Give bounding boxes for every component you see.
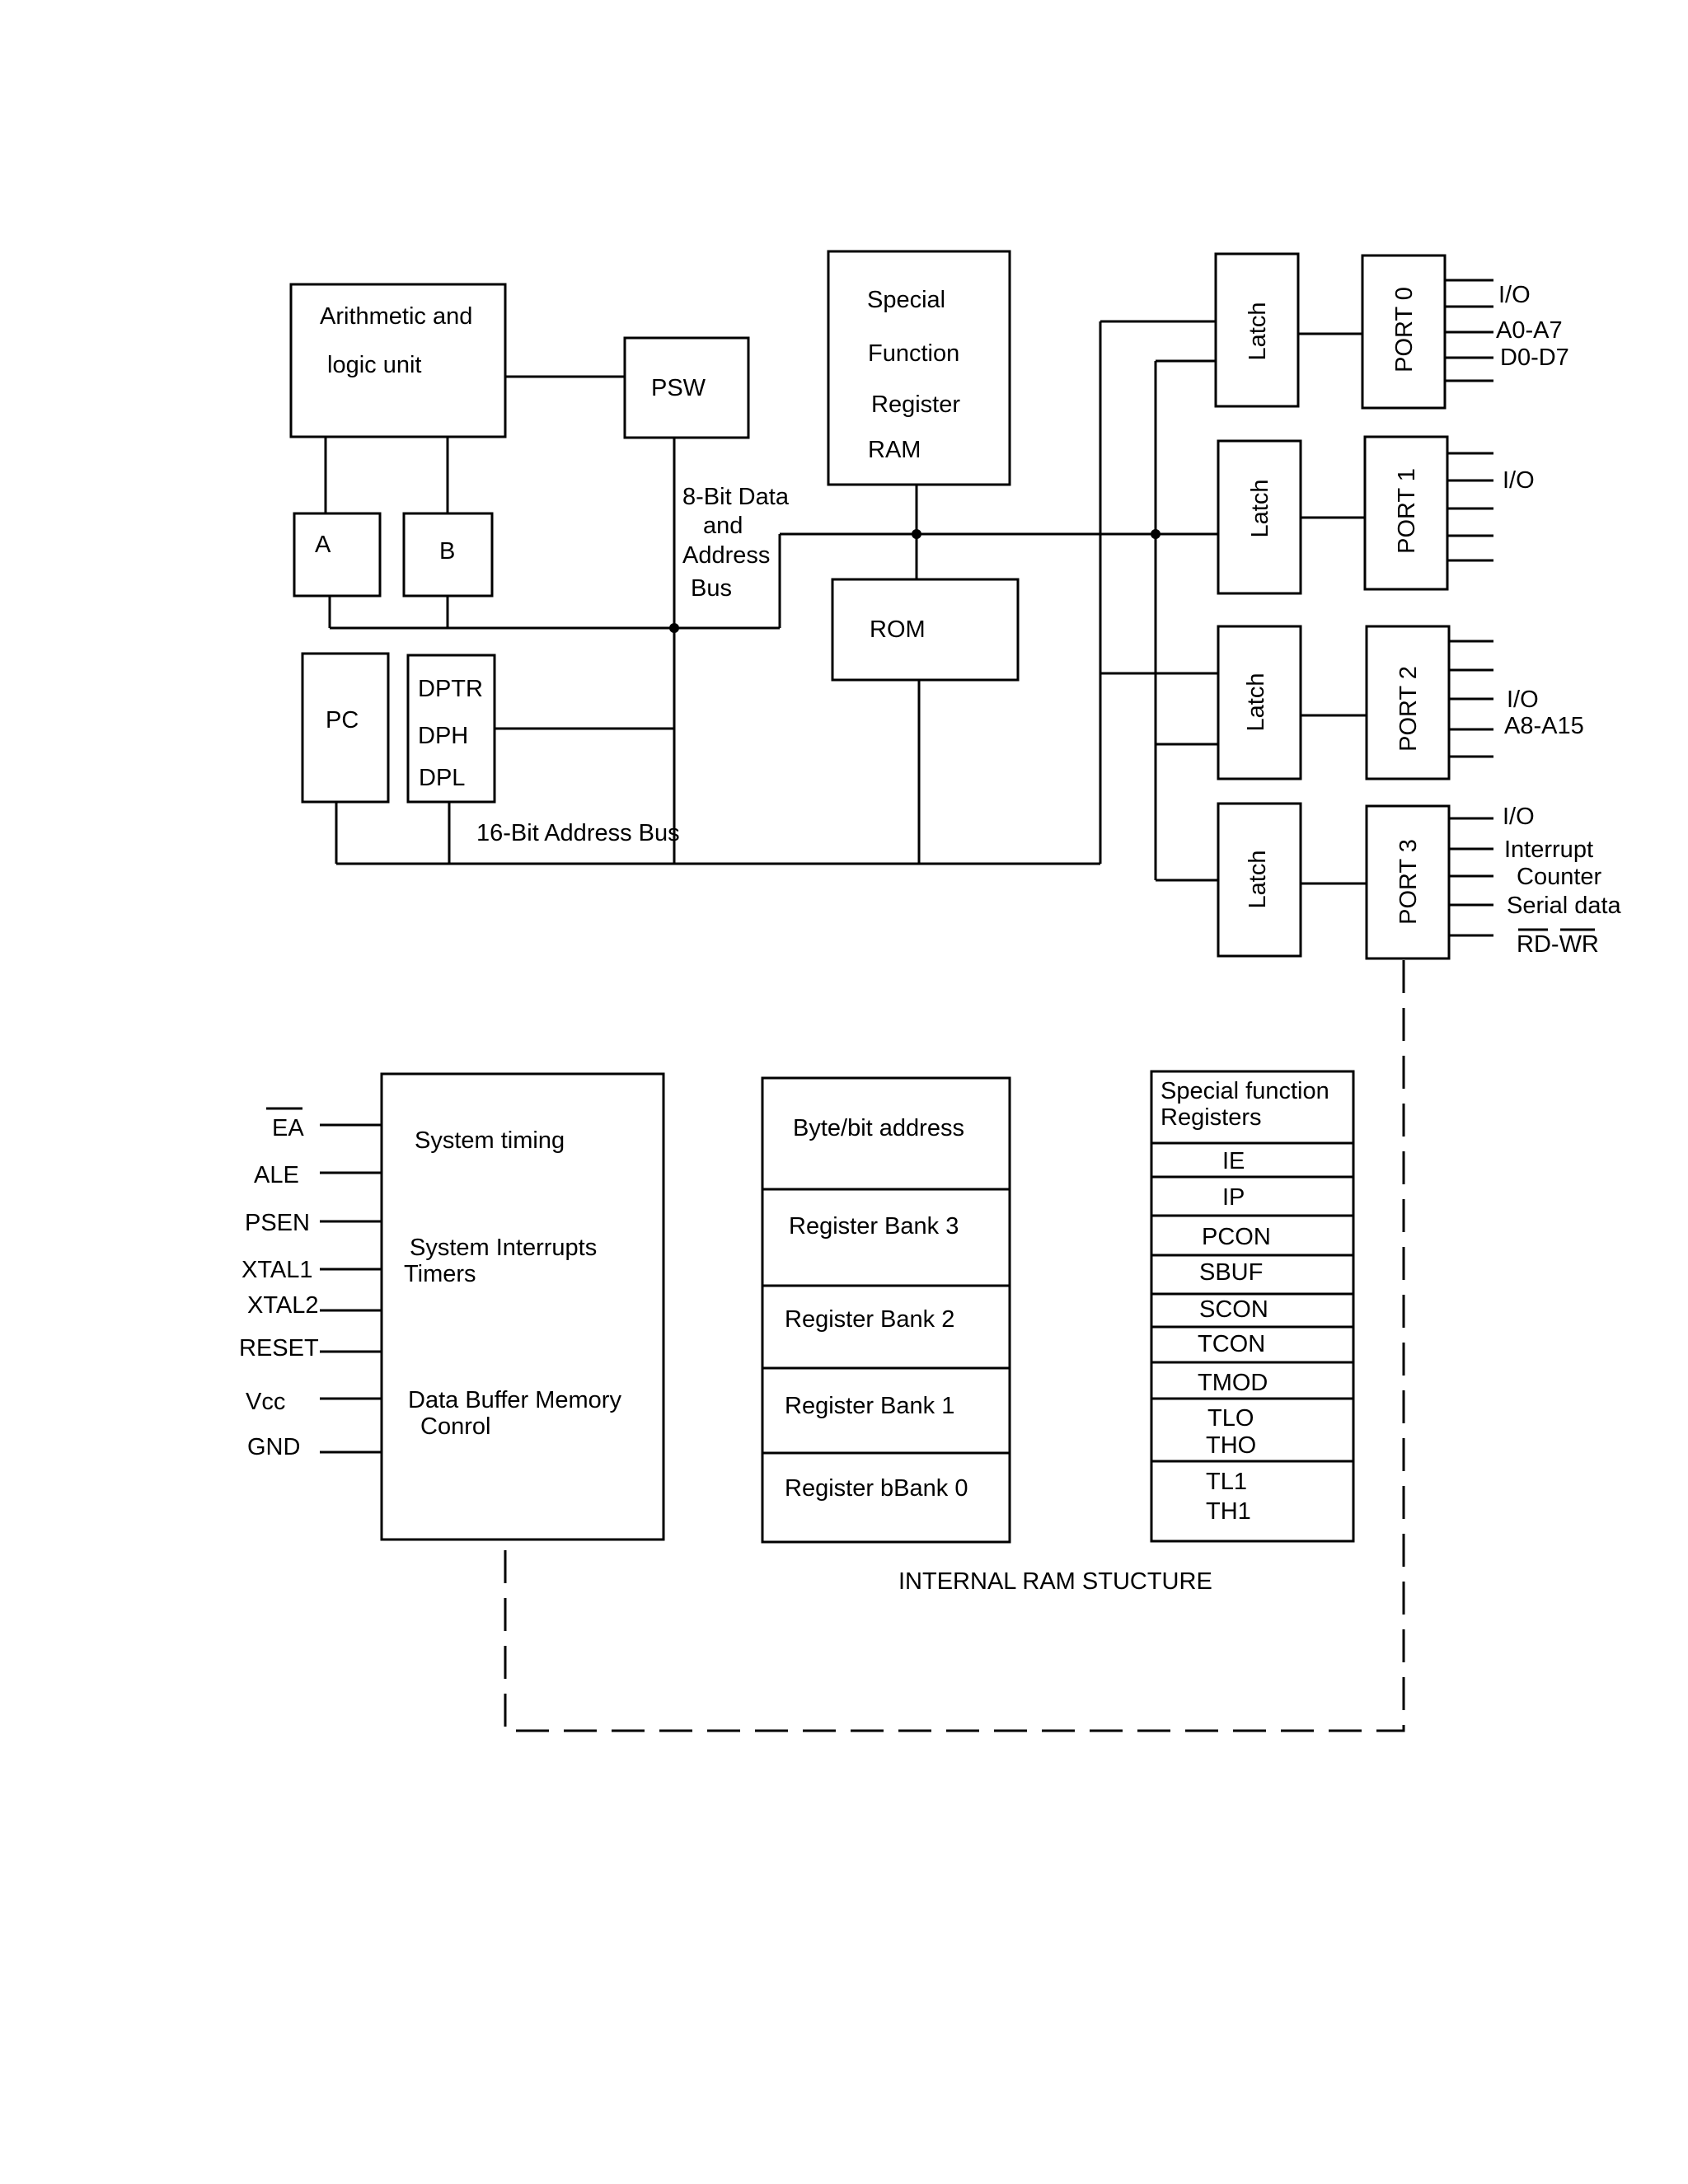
sfr-ram-line1: Special [867,287,945,313]
data-bus-line1: 8-Bit Data [682,484,790,510]
port-1-signal-io: I/O [1503,467,1535,494]
sfr-ip: IP [1222,1184,1245,1211]
internal-ram-caption: INTERNAL RAM STUCTURE [898,1568,1212,1595]
sfr-scon: SCON [1199,1296,1268,1323]
register-b-label: B [439,538,455,565]
latch-2: Latch [1217,625,1302,780]
pin-xtal2: XTAL2 [247,1292,319,1319]
ram-byte-bit-address: Byte/bit address [793,1115,964,1141]
dptr-block: DPTR DPH DPL [406,654,496,804]
dpl-label: DPL [419,765,465,791]
port-3-signal-interrupt: Interrupt [1504,837,1593,863]
data-bus-line4: Bus [691,575,732,602]
sfr-ie: IE [1222,1148,1245,1174]
data-bus-label: 8-Bit Data and Address Bus [682,484,790,602]
pin-reset: RESET [239,1335,319,1361]
system-control-block: System timing System Interrupts Timers D… [380,1072,665,1541]
data-bus-line3: Address [682,542,770,569]
sfr-ram-line4: RAM [868,437,921,463]
rom-label: ROM [870,616,926,643]
psw-label: PSW [651,375,706,401]
port-0-signal-io: I/O [1498,282,1531,308]
data-bus-line2: and [703,513,743,539]
sfr-pcon: PCON [1202,1224,1271,1250]
sfr-th1: TH1 [1206,1498,1251,1525]
latch-3: Latch [1217,802,1302,958]
port-3-signal-separator: - [1551,931,1559,958]
port-0-signal-a0-a7: A0-A7 [1496,317,1563,344]
alu-label-line1: Arithmetic and [320,303,472,330]
port-0: PORT 0 I/O A0-A7 D0-D7 [1361,254,1569,410]
sfr-ram-line3: Register [871,391,960,418]
data-buffer-label: Data Buffer Memory [408,1387,621,1413]
port-3: PORT 3 I/O Interrupt Counter Serial data… [1365,804,1622,960]
register-a-label: A [315,532,331,558]
port-3-signal-rd-text: RD [1517,931,1551,958]
sfr-tho: THO [1206,1432,1256,1459]
sfr-ram-block: Special Function Register RAM [827,250,1011,486]
latch-1-label: Latch [1247,480,1273,538]
dptr-label: DPTR [418,676,483,702]
ram-register-bank-2: Register Bank 2 [785,1306,954,1333]
timers-label: Timers [404,1261,476,1287]
latch-0-label: Latch [1245,302,1271,361]
port-2-label: PORT 2 [1395,666,1422,752]
system-interrupts-label: System Interrupts [410,1235,597,1261]
internal-ram-banks: Byte/bit address Register Bank 3 Registe… [761,1076,1011,1544]
latch-2-label: Latch [1243,673,1269,732]
system-timing-label: System timing [415,1127,565,1154]
port-3-signal-io: I/O [1503,804,1535,830]
ram-register-bank-1: Register Bank 1 [785,1393,954,1419]
wiring [320,279,1493,1732]
port-3-label: PORT 3 [1395,839,1422,925]
ram-register-bank-0: Register bBank 0 [785,1475,968,1502]
sfr-ram-line2: Function [868,340,959,367]
port-1: PORT 1 I/O [1363,435,1535,591]
pin-vcc: Vcc [246,1389,285,1415]
port-3-signal-serial-data: Serial data [1507,893,1622,919]
port-3-signal-counter: Counter [1517,864,1602,890]
control-pins: EA ALE PSEN XTAL1 XTAL2 RESET Vcc GND [239,1107,319,1460]
pin-ale: ALE [254,1162,299,1188]
sfr-header-line2: Registers [1160,1104,1262,1131]
pin-xtal1: XTAL1 [241,1257,313,1283]
port-3-signal-wr-text: WR [1559,931,1599,958]
sfr-tl1: TL1 [1206,1469,1247,1495]
dph-label: DPH [418,723,468,749]
pin-ea: EA [272,1115,304,1141]
psw-block: PSW [623,336,750,439]
port-2-signal-a8-a15: A8-A15 [1504,713,1584,739]
port-0-signal-d0-d7: D0-D7 [1500,344,1569,371]
sfr-tmod: TMOD [1198,1370,1268,1396]
address-bus-label: 16-Bit Address Bus [476,820,680,846]
ram-register-bank-3: Register Bank 3 [789,1213,959,1240]
register-b-block: B [402,512,494,598]
pin-gnd: GND [247,1434,300,1460]
port-1-label: PORT 1 [1394,468,1420,554]
port-2: PORT 2 I/O A8-A15 [1365,625,1584,780]
alu-block: Arithmetic and logic unit [289,283,507,438]
port-3-signal-rd: RD-WR [1517,931,1599,958]
port-0-label: PORT 0 [1391,287,1418,373]
latch-3-label: Latch [1245,851,1271,909]
sfr-tlo: TLO [1207,1405,1254,1432]
rom-block: ROM [831,578,1020,682]
sfr-sbuf: SBUF [1199,1259,1263,1286]
sfr-header-line1: Special function [1160,1078,1329,1104]
latch-1: Latch [1217,439,1302,595]
pc-label: PC [326,707,359,733]
port-2-signal-io: I/O [1507,687,1539,713]
memory-control-label: Conrol [420,1413,490,1440]
alu-label-line2: logic unit [327,352,421,378]
pc-block: PC [301,652,390,804]
sfr-tcon: TCON [1198,1331,1265,1357]
register-a-block: A [293,512,382,598]
pin-psen: PSEN [245,1210,310,1236]
latch-0: Latch [1214,252,1300,408]
sfr-list: Special function Registers IE IP PCON SB… [1150,1070,1355,1543]
